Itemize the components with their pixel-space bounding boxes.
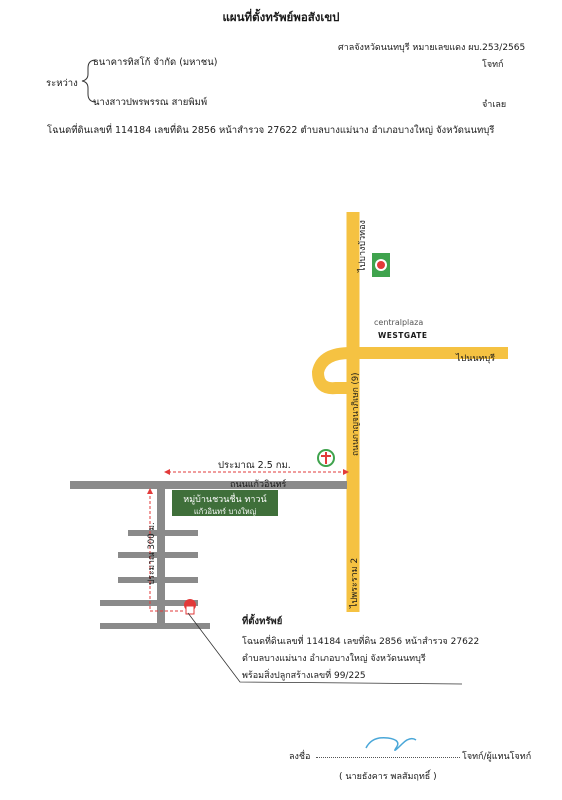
distance-arrow-300m xyxy=(149,491,184,612)
road-label-nonthaburi: ไปนนทบุรี xyxy=(456,354,496,364)
arrow-right-icon xyxy=(343,469,349,475)
signature-label: ลงชื่อ xyxy=(289,752,311,762)
store-logo-icon xyxy=(372,253,390,277)
property-deed: โฉนดที่ดินเลขที่ 114184 เลขที่ดิน 2856 ห… xyxy=(242,637,480,647)
page-title: แผนที่ตั้งทรัพย์พอสังเขป xyxy=(222,10,340,24)
property-marker-icon xyxy=(184,599,196,615)
village-name: หมู่บ้านชวนชื่น ทาวน์ xyxy=(183,495,267,505)
defendant-role: จำเลย xyxy=(482,100,507,110)
village-box: หมู่บ้านชวนชื่น ทาวน์ แก้วอินทร์ บางใหญ่ xyxy=(172,490,278,516)
distance-300m-label: ประมาณ 300 ม. xyxy=(147,522,157,585)
plaintiff-role: โจทก์ xyxy=(482,60,504,70)
village-subtitle: แก้วอินทร์ บางใหญ่ xyxy=(193,507,257,516)
deed-description: โฉนดที่ดินเลขที่ 114184 เลขที่ดิน 2856 ห… xyxy=(47,125,495,136)
between-label: ระหว่าง xyxy=(46,78,78,89)
signature-line xyxy=(316,757,460,758)
road-label-rama2: ไปพระราม 2 xyxy=(349,558,360,609)
distance-2-5km-label: ประมาณ 2.5 กม. xyxy=(218,460,291,471)
road-label-bangbuathong: ไปบางบัวทอง xyxy=(357,220,368,273)
kaew-in-road-label: ถนนแก้วอินทร์ xyxy=(230,480,287,490)
property-building: พร้อมสิ่งปลูกสร้างเลขที่ 99/225 xyxy=(242,671,366,681)
central-plaza-logo: centralplaza xyxy=(374,318,424,327)
signatory-name: ( นายธังคาร พลสัมฤทธิ์ ) xyxy=(339,772,437,782)
pt-station-icon xyxy=(317,449,335,467)
defendant-name: นางสาวปพรพรรณ สายพิมพ์ xyxy=(93,97,208,108)
property-title: ที่ตั้งทรัพย์ xyxy=(242,616,283,627)
property-leader-line xyxy=(187,612,463,685)
arrow-up-icon xyxy=(147,488,153,494)
signature-mark xyxy=(365,736,417,751)
interchange-loop xyxy=(311,346,354,395)
signature-role: โจทก์/ผู้แทนโจทก์ xyxy=(462,752,532,762)
road-label-kanchanaphisek: ถนนกาญจนาภิเษก (9) xyxy=(351,373,361,457)
property-location: ตำบลบางแม่นาง อำเภอบางใหญ่ จังหวัดนนทบุร… xyxy=(242,654,426,664)
plaintiff-name: ธนาคารทิสโก้ จำกัด (มหาชน) xyxy=(93,57,218,68)
arrow-left-icon xyxy=(164,469,170,475)
westgate-label: WESTGATE xyxy=(378,331,428,340)
court-case-number: ศาลจังหวัดนนทบุรี หมายเลขแดง ผบ.253/2565 xyxy=(338,43,526,53)
